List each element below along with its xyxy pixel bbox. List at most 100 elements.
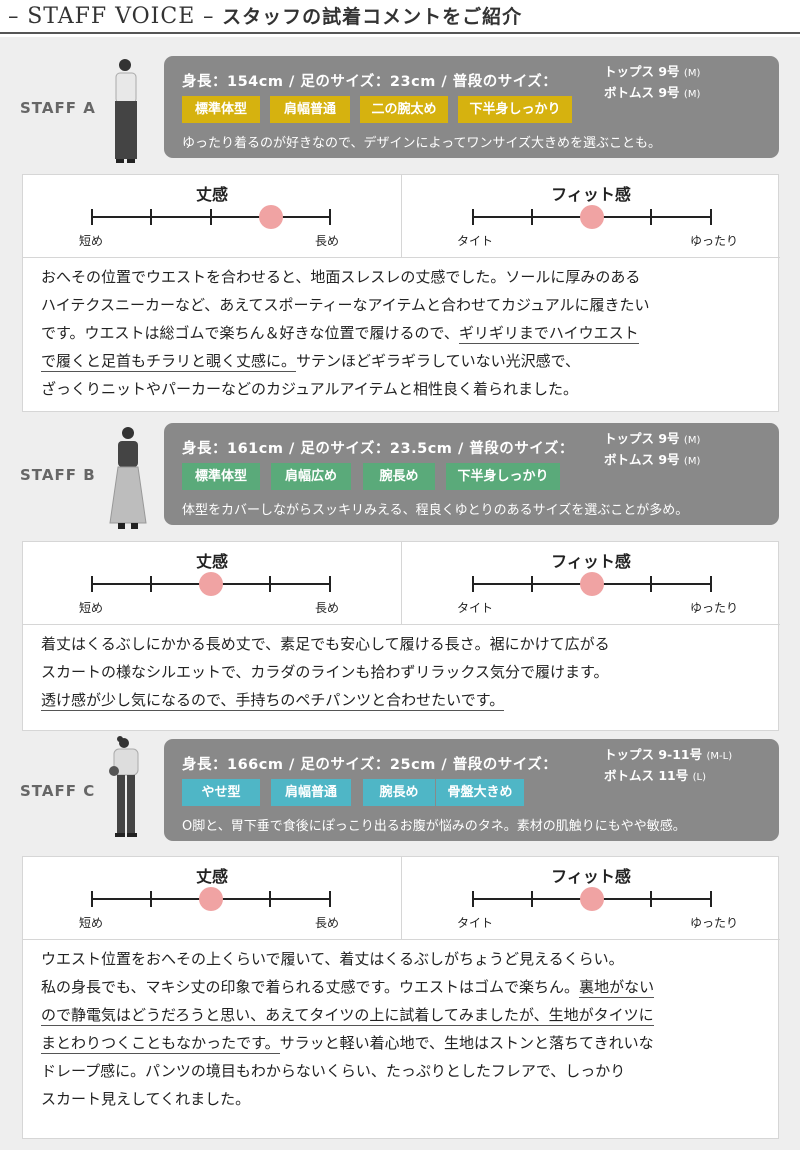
scales-row: 丈感 短め 長め フィット感 タイト	[23, 175, 780, 258]
length-left-label: 短め	[79, 601, 104, 615]
staff-section-c: STAFF C 身長：166cm / 足のサイズ：25cm / 普段のサイズ： …	[0, 735, 800, 1147]
comment-line: おへその位置でウエストを合わせると、地面スレスレの丈感でした。ソールに厚みのある	[41, 263, 650, 291]
comment-highlight: で履くと足首もチラリと覗く丈感に。	[41, 352, 297, 372]
header-title: – STAFF VOICE – スタッフの試着コメントをご紹介	[8, 4, 523, 29]
scales-row: 丈感 短め 長め フィット感 タイト	[23, 542, 780, 625]
length-left-label: 短め	[79, 234, 104, 248]
length-scale-title: 丈感	[195, 552, 228, 571]
body-tag: やせ型	[182, 779, 260, 806]
staff-note: 体型をカバーしながらスッキリみえる、程良くゆとりのあるサイズを選ぶことが多め。	[182, 503, 689, 518]
comment-highlight: 裏地がない	[579, 978, 655, 998]
fit-scale: フィット感 タイト ゆったり	[402, 175, 780, 257]
header-title-ja: スタッフの試着コメントをご紹介	[222, 6, 523, 28]
staff-usual-sizes: トップス 9-11号 (M-L) ボトムス 11号 (L)	[604, 747, 733, 783]
fit-scale: フィット感 タイト ゆったり	[402, 542, 780, 624]
fit-right-label: ゆったり	[690, 601, 739, 615]
length-left-label: 短め	[79, 916, 104, 930]
length-right-label: 長め	[315, 234, 340, 248]
comment-text: ウエスト位置をおへその上くらいで履いて、着丈はくるぶしがちょうど見えるくらい。	[41, 950, 624, 968]
comment-line: まとわりつくこともなかったです。サラッと軽い着心地で、生地はストンと落ちてきれい…	[41, 1029, 654, 1057]
comment-text: サテンほどギラギラしていない光沢感で、	[296, 352, 580, 370]
body-tag: 腕長め	[363, 463, 435, 490]
fit-scale-title: フィット感	[551, 552, 631, 571]
staff-comment: ウエスト位置をおへその上くらいで履いて、着丈はくるぶしがちょうど見えるくらい。私…	[41, 945, 655, 1113]
staff-c-photo	[109, 736, 139, 837]
fit-left-label: タイト	[457, 601, 494, 615]
comment-line: で履くと足首もチラリと覗く丈感に。サテンほどギラギラしていない光沢感で、	[41, 347, 650, 375]
fit-scale-title: フィット感	[551, 867, 631, 886]
length-marker	[199, 572, 223, 596]
comment-line: ハイテクスニーカーなど、あえてスポーティーなアイテムと合わせてカジュアルに履きた…	[41, 291, 650, 319]
comment-line: ので静電気はどうだろうと思い、あえてタイツの上に試着してみましたが、生地がタイツ…	[41, 1001, 654, 1029]
body-tag: 肩幅普通	[270, 96, 350, 123]
fit-marker	[580, 205, 604, 229]
staff-comment: 着丈はくるぶしにかかる長め丈で、素足でも安心して履ける長さ。裾にかけて広がるスカ…	[41, 630, 610, 714]
length-scale: 丈感 短め 長め	[23, 175, 401, 257]
staff-section-b: STAFF B 身長：161cm / 足のサイズ：23.5cm / 普段のサイズ…	[0, 417, 800, 737]
fit-right-label: ゆったり	[690, 234, 739, 248]
length-marker	[199, 887, 223, 911]
staff-usual-sizes: トップス 9号 (M) ボトムス 9号 (M)	[604, 431, 701, 467]
comment-text: ざっくりニットやパーカーなどのカジュアルアイテムと相性良く着られました。	[41, 380, 579, 398]
header-title-en: STAFF VOICE	[27, 4, 196, 29]
comment-line: ざっくりニットやパーカーなどのカジュアルアイテムと相性良く着られました。	[41, 375, 650, 403]
length-scale: 丈感 短め 長め	[23, 542, 401, 624]
comment-line: 着丈はくるぶしにかかる長め丈で、素足でも安心して履ける長さ。裾にかけて広がる	[41, 630, 610, 658]
body-tag: 下半身しっかり	[446, 463, 560, 490]
body-tag: 腕長め	[363, 779, 435, 806]
comment-line: です。ウエストは総ゴムで楽ちん＆好きな位置で履けるので、ギリギリまでハイウエスト	[41, 319, 650, 347]
body-tag: 二の腕太め	[360, 96, 448, 123]
staff-note: O脚と、胃下垂で食後にぽっこり出るお腹が悩みのタネ。素材の肌触りにもやや敏感。	[182, 819, 686, 834]
comment-text: スカートの様なシルエットで、カラダのラインも拾わずリラックス気分で履けます。	[41, 663, 609, 681]
body-tag: 肩幅普通	[271, 779, 351, 806]
comment-text: 着丈はくるぶしにかかる長め丈で、素足でも安心して履ける長さ。裾にかけて広がる	[41, 635, 610, 653]
length-marker	[258, 205, 283, 229]
comment-highlight: 透け感が少し気になるので、手持ちのペチパンツと合わせたいです。	[41, 691, 505, 711]
staff-review-card: 丈感 短め 長め フィット感 タイト	[22, 856, 780, 1139]
body-tag: 肩幅広め	[271, 463, 351, 490]
comment-line: 透け感が少し気になるので、手持ちのペチパンツと合わせたいです。	[41, 686, 610, 714]
length-right-label: 長め	[315, 601, 340, 615]
staff-info-box: 身長：161cm / 足のサイズ：23.5cm / 普段のサイズ： トップス 9…	[164, 423, 779, 525]
comment-text: サラッと軽い着心地で、生地はストンと落ちてきれいな	[279, 1034, 654, 1052]
staff-review-card: 丈感 短め 長め フィット感 タイト	[22, 174, 780, 412]
body-tag: 標準体型	[182, 96, 260, 123]
staff-stats: 身長：161cm / 足のサイズ：23.5cm / 普段のサイズ：	[182, 441, 574, 457]
comment-highlight: ので静電気はどうだろうと思い、あえてタイツの上に試着してみましたが、生地がタイツ…	[41, 1006, 654, 1026]
comment-text: スカート見えしてくれました。	[41, 1090, 251, 1108]
staff-label: STAFF A	[20, 99, 96, 117]
body-tag: 標準体型	[182, 463, 260, 490]
comment-highlight: ギリギリまでハイウエスト	[458, 324, 639, 344]
staff-voice-panel: STAFF A 身長：154cm / 足のサイズ：23cm / 普段のサイズ： …	[0, 37, 800, 1150]
staff-info-box: 身長：166cm / 足のサイズ：25cm / 普段のサイズ： トップス 9-1…	[164, 739, 779, 841]
comment-text: ハイテクスニーカーなど、あえてスポーティーなアイテムと合わせてカジュアルに履きた…	[41, 296, 650, 314]
fit-scale: フィット感 タイト ゆったり	[402, 857, 780, 939]
staff-review-card: 丈感 短め 長め フィット感 タイト	[22, 541, 780, 731]
staff-info-box: 身長：154cm / 足のサイズ：23cm / 普段のサイズ： トップス 9号 …	[164, 56, 779, 158]
fit-left-label: タイト	[457, 916, 494, 930]
comment-text: おへその位置でウエストを合わせると、地面スレスレの丈感でした。ソールに厚みのある	[41, 268, 641, 286]
comment-line: ウエスト位置をおへその上くらいで履いて、着丈はくるぶしがちょうど見えるくらい。	[41, 945, 654, 973]
comment-highlight: まとわりつくこともなかったです。	[41, 1034, 280, 1054]
fit-left-label: タイト	[457, 234, 494, 248]
staff-stats: 身長：154cm / 足のサイズ：23cm / 普段のサイズ：	[182, 74, 558, 90]
body-tag: 骨盤大きめ	[436, 779, 524, 806]
fit-marker	[580, 887, 604, 911]
comment-text: ドレープ感に。パンツの境目もわからないくらい、たっぷりとしたフレアで、しっかり	[41, 1062, 626, 1080]
staff-b-photo	[109, 427, 147, 529]
comment-line: 私の身長でも、マキシ丈の印象で着られる丈感です。ウエストはゴムで楽ちん。裏地がな…	[41, 973, 655, 1001]
length-right-label: 長め	[315, 916, 340, 930]
length-scale: 丈感 短め 長め	[23, 857, 401, 939]
fit-scale-title: フィット感	[551, 185, 631, 204]
length-scale-title: 丈感	[195, 185, 228, 204]
staff-stats: 身長：166cm / 足のサイズ：25cm / 普段のサイズ：	[182, 757, 558, 773]
comment-text: 私の身長でも、マキシ丈の印象で着られる丈感です。ウエストはゴムで楽ちん。	[41, 978, 580, 996]
staff-note: ゆったり着るのが好きなので、デザインによってワンサイズ大きめを選ぶことも。	[182, 136, 662, 151]
scales-row: 丈感 短め 長め フィット感 タイト	[23, 857, 780, 940]
staff-label: STAFF C	[20, 782, 96, 800]
comment-line: ドレープ感に。パンツの境目もわからないくらい、たっぷりとしたフレアで、しっかり	[41, 1057, 654, 1085]
staff-comment: おへその位置でウエストを合わせると、地面スレスレの丈感でした。ソールに厚みのある…	[41, 263, 650, 403]
staff-section-a: STAFF A 身長：154cm / 足のサイズ：23cm / 普段のサイズ： …	[0, 37, 800, 417]
staff-label: STAFF B	[20, 466, 96, 484]
staff-usual-sizes: トップス 9号 (M) ボトムス 9号 (M)	[604, 64, 701, 100]
